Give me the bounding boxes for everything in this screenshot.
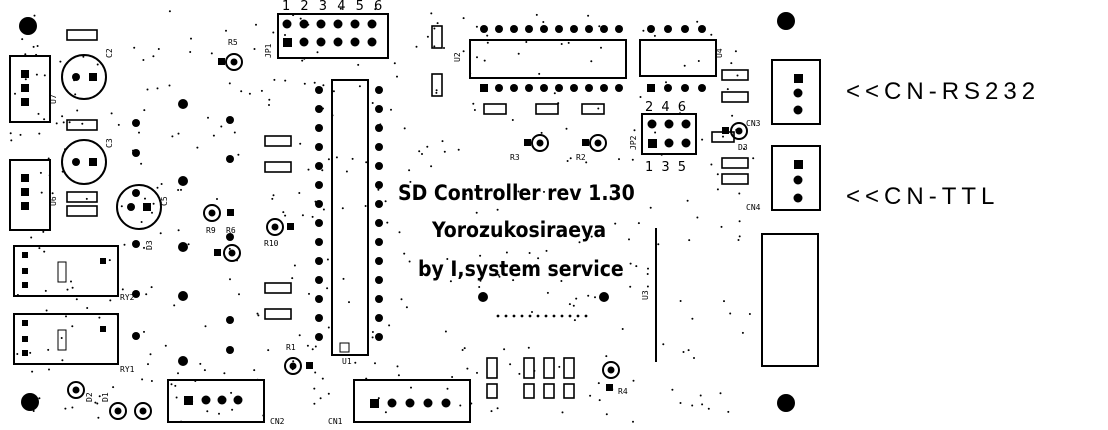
board-by: by I,system service	[418, 257, 624, 281]
u1-ic: U1	[315, 79, 383, 366]
c2-label: C2	[105, 48, 114, 58]
svg-text:U7: U7	[49, 94, 58, 104]
svg-text:U3: U3	[641, 290, 650, 300]
board-silkscreen-text: SD Controller rev 1.30 Yorozukosiraeya b…	[398, 181, 635, 281]
jp1-label: JP1	[264, 43, 273, 58]
c5-label: C5	[160, 196, 169, 206]
svg-text:R1: R1	[286, 343, 296, 352]
svg-text:R3: R3	[510, 153, 520, 162]
jp2-label: JP2	[629, 135, 638, 150]
svg-text:R4: R4	[618, 387, 628, 396]
svg-text:D2: D2	[85, 392, 94, 402]
via-pads	[132, 99, 609, 366]
ttl-connector-label: <<CN-TTL	[846, 183, 1000, 210]
cn3-connector: CN3	[746, 59, 821, 128]
u4-ic: U4	[639, 25, 724, 92]
svg-text:RY1: RY1	[120, 365, 135, 374]
jp2-top-numbers: 2 4 6	[645, 100, 688, 115]
u2-ic: U2	[453, 25, 627, 92]
resistors	[67, 53, 748, 420]
jp2-header: 2 4 6 1 3 5 JP2	[629, 100, 697, 175]
svg-text:RY2: RY2	[120, 293, 135, 302]
resistor-pads	[72, 58, 743, 415]
ecap-pads	[72, 73, 151, 211]
svg-text:R10: R10	[264, 239, 279, 248]
regulator-u6: U6	[9, 159, 58, 231]
svg-text:D3: D3	[738, 143, 748, 152]
svg-text:CN3: CN3	[746, 119, 761, 128]
jp2-bottom-numbers: 1 3 5	[645, 160, 688, 175]
svg-text:R9: R9	[206, 226, 216, 235]
relay-ry1: RY1	[13, 313, 135, 374]
jp1-header: JP1 1 2 3 4 5 6	[264, 0, 389, 59]
svg-text:CN2: CN2	[270, 417, 285, 426]
svg-text:R5: R5	[228, 38, 238, 47]
svg-text:CN1: CN1	[328, 417, 343, 426]
c3-label: C3	[105, 138, 114, 148]
board-title: SD Controller rev 1.30	[398, 181, 635, 205]
svg-text:CN4: CN4	[746, 203, 761, 212]
terminal-block	[761, 233, 819, 367]
svg-text:R6: R6	[226, 226, 236, 235]
electrolytic-capacitors	[61, 54, 162, 230]
svg-text:R2: R2	[576, 153, 586, 162]
mounting-holes	[19, 12, 795, 412]
cn1-connector: CN1	[328, 379, 471, 426]
svg-text:D3: D3	[145, 240, 154, 250]
via-dots	[9, 7, 755, 423]
cn4-connector: CN4	[746, 145, 821, 212]
board-maker: Yorozukosiraeya	[431, 218, 606, 242]
regulator-u7: U7	[9, 55, 58, 123]
svg-text:D1: D1	[101, 392, 110, 402]
svg-text:U6: U6	[49, 196, 58, 206]
cn2-connector: CN2	[167, 379, 285, 426]
capacitor-footprints	[66, 25, 749, 399]
relay-ry2: RY2	[13, 245, 135, 302]
u4-label: U4	[715, 48, 724, 58]
jp1-pin-numbers: 1 2 3 4 5 6	[282, 0, 385, 14]
u2-label: U2	[453, 52, 462, 62]
u1-label: U1	[342, 357, 352, 366]
rs232-connector-label: <<CN-RS232	[846, 78, 1041, 105]
